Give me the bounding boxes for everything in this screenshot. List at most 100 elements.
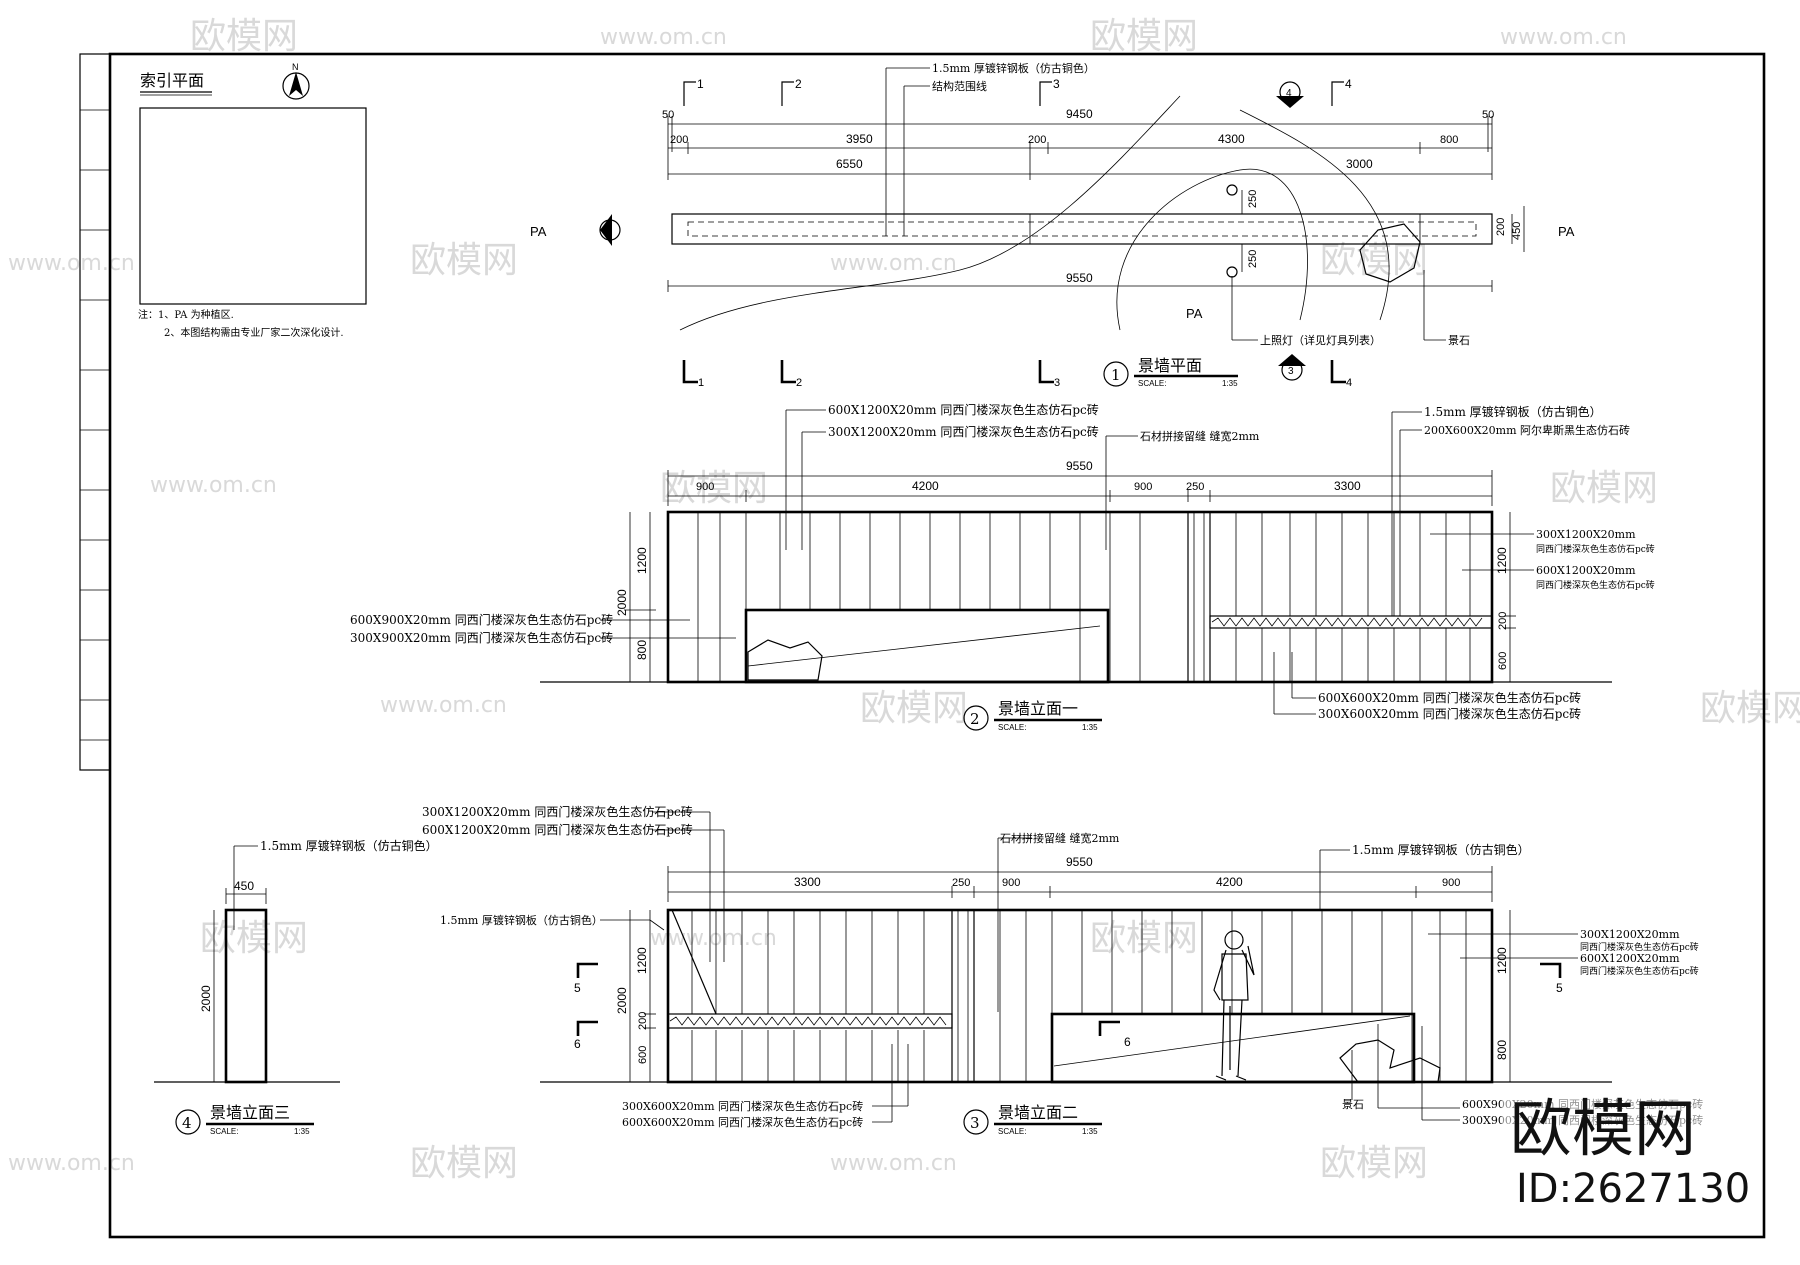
watermark-site: www.om.cn (150, 473, 277, 498)
elevation-3: 450 2000 1.5mm 厚镀锌钢板（仿古铜色） 4 景墙立面三 SCALE… (154, 838, 438, 1136)
note-line-1: 注：1、PA 为种植区. (138, 308, 234, 321)
elevation-ref-2-plan: 2 (606, 226, 612, 237)
elev2-panel-joints (691, 910, 1467, 1082)
elev2-dim-200-left: 200 (637, 1012, 649, 1030)
index-plan: 索引平面 N 注：1、PA 为种植区. 2、本图结构需由专业厂家二次深化设计. (138, 62, 367, 339)
plan-title: 景墙平面 (1138, 356, 1202, 375)
elev1-callout-600x600: 600X600X20mm 同西门楼深灰色生态仿石pc砖 (1318, 690, 1581, 705)
north-arrow-icon: N (282, 62, 310, 100)
elev2-section-6-left: 6 (574, 1037, 581, 1051)
brand-watermark: 欧模网 ID:2627130 (1502, 1084, 1750, 1212)
planting-boundary-curve (1116, 168, 1308, 331)
elevation-marker-icon: 3 (1278, 354, 1306, 381)
elev2-number: 3 (970, 1114, 980, 1132)
elev1-callout-300x900: 300X900X20mm 同西门楼深灰色生态仿石pc砖 (350, 630, 613, 645)
section-mark-2-bottom: 2 (796, 377, 802, 389)
watermark-site: www.om.cn (650, 926, 777, 951)
elev2-steel-column (951, 909, 975, 1083)
plan-dim-4300: 4300 (1218, 132, 1245, 146)
plan-dim-200b: 200 (1028, 134, 1046, 146)
elev2-scale-label: SCALE: (998, 1127, 1026, 1136)
plan-callout-structure: 结构范围线 (932, 79, 987, 93)
landscape-rock-icon (747, 639, 823, 681)
elevation-1: 9550 900 4200 900 250 3300 (350, 402, 1655, 732)
watermark-brand: 欧模网 (1090, 918, 1198, 959)
elev1-dim-1200-left: 1200 (635, 547, 649, 574)
elev2-section-5-right: 5 (1556, 981, 1563, 995)
elev2-callout-600x600: 600X600X20mm 同西门楼深灰色生态仿石pc砖 (622, 1115, 863, 1129)
watermark-brand: 欧模网 (1320, 1143, 1428, 1184)
plan-dim-9550: 9550 (1066, 271, 1093, 285)
landscape-rock-icon (1339, 1039, 1441, 1083)
watermark-site: www.om.cn (8, 1151, 135, 1176)
elev2-wall-outline (666, 908, 1494, 1084)
planting-boundary-curve (679, 95, 1181, 331)
elev2-callout-right-300x1200: 300X1200X20mm (1580, 928, 1680, 941)
wall-plan-outline (671, 213, 1493, 245)
elev3-dim-height: 2000 (199, 985, 213, 1012)
elev3-title: 景墙立面三 (210, 1103, 290, 1122)
elev2-opening (1050, 1012, 1416, 1084)
person-figure-icon (1213, 930, 1255, 1081)
elev1-callout-black-stone: 200X600X20mm 阿尔卑斯黑生态仿石砖 (1424, 423, 1630, 437)
elev1-black-stone-band (1209, 615, 1493, 629)
elev3-wall-outline (224, 908, 268, 1084)
elev2-scale-value: 1:35 (1082, 1127, 1098, 1136)
plan-callout-rock: 景石 (1448, 334, 1470, 347)
elev1-dim-3300: 3300 (1334, 479, 1361, 493)
plan-dim-3950: 3950 (846, 132, 873, 146)
uplight-icon (1226, 266, 1238, 278)
section-mark-3: 3 (1053, 77, 1060, 91)
section-mark-4-bottom: 4 (1346, 377, 1352, 389)
watermark-site: www.om.cn (380, 693, 507, 718)
elev2-dim-3300: 3300 (794, 875, 821, 889)
elev1-number: 2 (970, 710, 980, 728)
elev2-dim-800-right: 800 (1495, 1040, 1509, 1060)
plan-dim-top-total: 9450 (1066, 107, 1093, 121)
elev2-callout-steel: 1.5mm 厚镀锌钢板（仿古铜色） (1352, 842, 1530, 857)
elev2-dim-1200-right: 1200 (1495, 947, 1509, 974)
plan-dim-250b: 250 (1247, 250, 1259, 268)
watermark-site: www.om.cn (8, 251, 135, 276)
elev1-callout-steel: 1.5mm 厚镀锌钢板（仿古铜色） (1424, 404, 1602, 419)
section-mark-1-bottom: 1 (698, 377, 704, 389)
elev1-callout-300x1200: 300X1200X20mm 同西门楼深灰色生态仿石pc砖 (828, 424, 1099, 439)
plan-scale-label: SCALE: (1138, 379, 1166, 388)
elev1-dim-1200-right: 1200 (1495, 547, 1509, 574)
sheet-frame (79, 52, 1766, 1239)
elev2-callout-right-spec-2: 同西门楼深灰色生态仿石pc砖 (1580, 965, 1699, 977)
elev3-scale-value: 1:35 (294, 1127, 310, 1136)
note-line-2: 2、本图结构需由专业厂家二次深化设计. (164, 326, 344, 339)
section-marks-bottom (682, 360, 1346, 384)
elev2-black-stone-band (667, 1013, 953, 1029)
elevation-marker-icon: 2 (599, 214, 621, 246)
watermark-site: www.om.cn (830, 1151, 957, 1176)
pa-label-bottom: PA (1186, 306, 1203, 321)
plan-scale-value: 1:35 (1222, 379, 1238, 388)
planting-boundary-curve (1239, 109, 1390, 321)
north-label: N (292, 62, 299, 72)
elev1-callout-right-spec-1: 同西门楼深灰色生态仿石pc砖 (1536, 543, 1655, 555)
elev2-title: 景墙立面二 (998, 1103, 1078, 1122)
elev2-callout-rock: 景石 (1342, 1098, 1364, 1111)
plan-dim-top-left: 50 (662, 109, 674, 121)
elev2-dim-250: 250 (952, 877, 970, 889)
brand-logo-text: 欧模网 (1510, 1092, 1696, 1165)
plan-dim-200-right: 200 (1495, 218, 1507, 236)
elev2-section-5-left: 5 (574, 981, 581, 995)
watermark-brand: 欧模网 (1090, 16, 1198, 57)
elev2-callout-joint: 石材拼接留缝 缝宽2mm (1000, 831, 1120, 845)
elev1-scale-value: 1:35 (1082, 723, 1098, 732)
elev2-callout-300x1200: 300X1200X20mm 同西门楼深灰色生态仿石pc砖 (422, 804, 693, 819)
elevation-ref-3-plan: 3 (1288, 366, 1294, 377)
structure-range-line (687, 221, 1477, 237)
elev2-section-6-right: 6 (1124, 1035, 1131, 1049)
plan-view: 50 9450 50 200 3950 200 4300 800 6550 30… (530, 61, 1575, 389)
elev2-dim-900a: 900 (1002, 877, 1020, 889)
plan-dim-200a: 200 (670, 134, 688, 146)
elev2-dim-4200: 4200 (1216, 875, 1243, 889)
plan-number: 1 (1111, 366, 1121, 384)
elev1-panel-joints (697, 512, 1471, 682)
watermark-brand: 欧模网 (410, 240, 518, 281)
elev2-callout-300x600: 300X600X20mm 同西门楼深灰色生态仿石pc砖 (622, 1099, 863, 1113)
